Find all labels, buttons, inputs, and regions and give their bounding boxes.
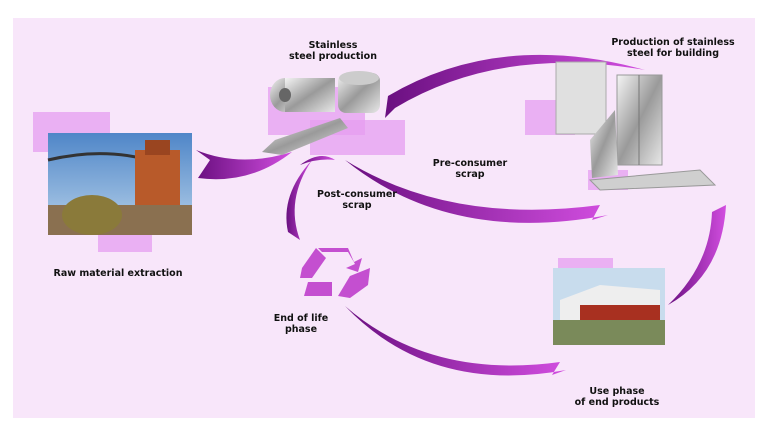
recycle-icon <box>300 248 370 298</box>
label-line: Production of stainless <box>611 37 735 48</box>
label-line: Pre-consumer <box>432 158 508 169</box>
label-end-of-life: End of life phase <box>274 313 328 335</box>
label-line: scrap <box>342 200 372 211</box>
label-line: phase <box>284 324 318 335</box>
label-line: Stainless <box>308 40 358 51</box>
arrow-post-consumer <box>286 160 312 240</box>
arrow-to-steel <box>300 156 335 165</box>
label-use-phase: Use phase of end products <box>575 386 660 408</box>
raw-material-photo <box>47 133 192 235</box>
label-line: scrap <box>455 169 485 180</box>
steel-coils-image <box>262 71 380 155</box>
label-line: steel for building <box>627 48 719 59</box>
arrow-pre-consumer <box>345 160 608 223</box>
arrow-bottom <box>345 306 566 376</box>
arrow-steel-to-raw <box>196 150 292 180</box>
label-pre-consumer: Pre-consumer scrap <box>433 158 507 180</box>
label-line: End of life <box>273 313 329 324</box>
label-building: Production of stainless steel for buildi… <box>611 37 734 59</box>
label-line: Post-consumer <box>317 189 397 200</box>
label-post-consumer: Post-consumer scrap <box>317 189 397 211</box>
label-line: steel production <box>289 51 377 62</box>
use-phase-photo <box>553 268 665 345</box>
label-line: of end products <box>574 397 660 408</box>
label-raw-material: Raw material extraction <box>53 268 183 279</box>
label-line: Use phase <box>589 386 645 397</box>
arrow-right <box>668 205 726 305</box>
label-steel-production: Stainless steel production <box>289 40 377 62</box>
arrow-top-arc <box>385 54 645 118</box>
building-products-image <box>555 61 717 191</box>
